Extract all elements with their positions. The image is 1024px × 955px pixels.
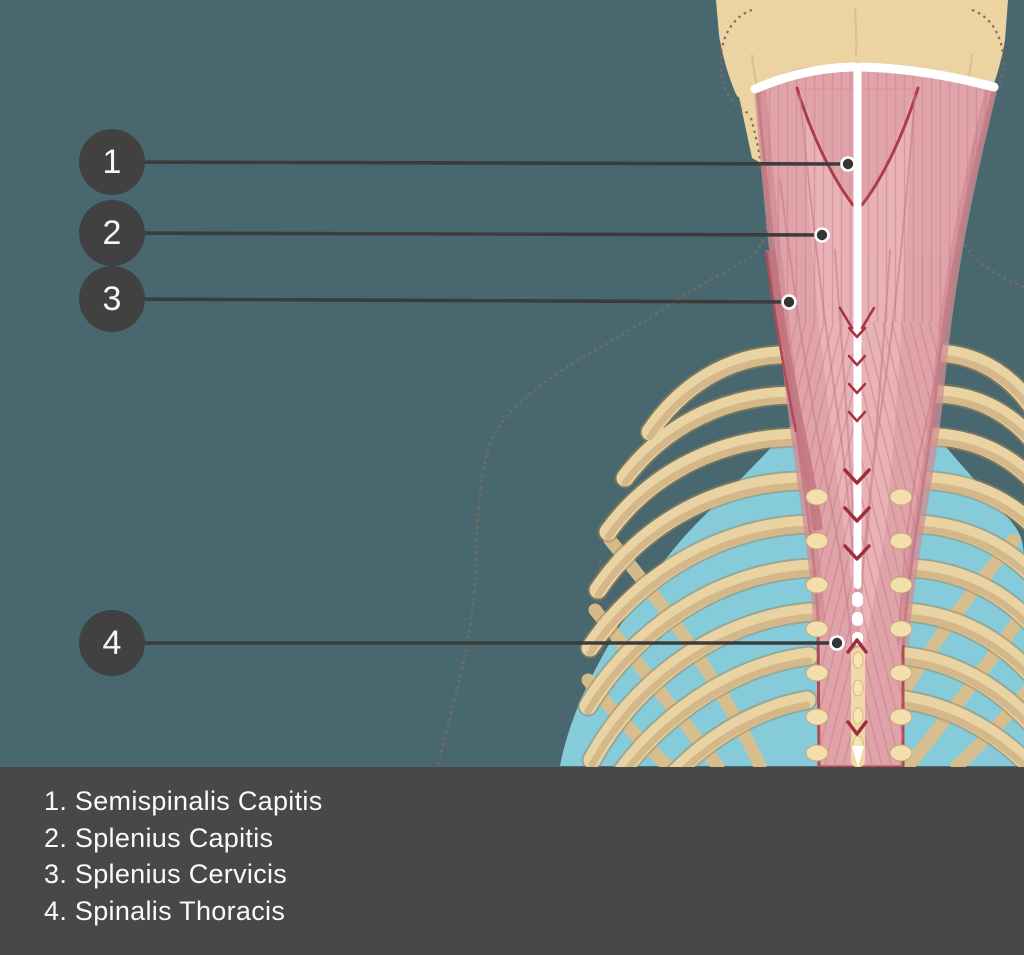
right-body-outline	[954, 117, 1024, 289]
marker-2[interactable]: 2	[79, 200, 145, 266]
answer-item: 1. Semispinalis Capitis	[44, 786, 323, 816]
marker-4[interactable]: 4	[79, 610, 145, 676]
right-ear-outline	[971, 8, 1005, 116]
marker-2-number: 2	[102, 214, 122, 252]
answer-item: 2. Splenius Capitis	[44, 822, 274, 853]
left-ear-outline	[719, 8, 753, 116]
left-body-outline	[436, 117, 768, 767]
answer-item: 4. Spinalis Thoracis	[44, 895, 286, 926]
marker-4-number: 4	[102, 624, 122, 662]
nuchal-ligament	[750, 62, 999, 589]
rib-heads	[805, 488, 913, 762]
spine-chevrons	[838, 306, 876, 736]
anatomy-illustration	[436, 0, 1024, 768]
marker-1-number: 1	[102, 143, 122, 181]
answer-item: 3. Splenius Cervicis	[44, 859, 288, 889]
marker-3-number: 3	[102, 280, 122, 318]
marker-3[interactable]: 3	[79, 266, 145, 332]
vertebrae	[851, 592, 865, 767]
marker-1[interactable]: 1	[79, 129, 145, 195]
answers-panel: 1. Semispinalis Capitis 2. Splenius Capi…	[0, 767, 1024, 955]
